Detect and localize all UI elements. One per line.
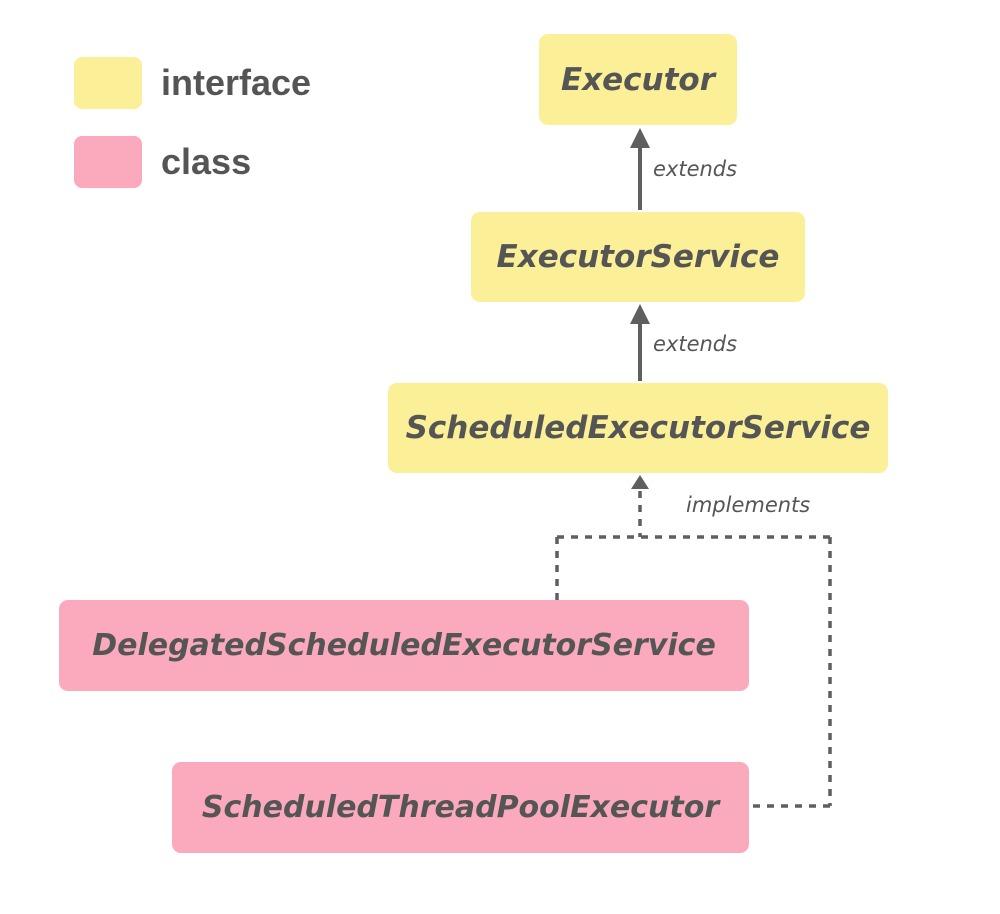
legend-interface-label: interface [161, 62, 312, 103]
edge-label-implements: implements [686, 493, 811, 517]
node-scheduled-thread-pool-executor-label: ScheduledThreadPoolExecutor [201, 790, 720, 825]
node-executor-service-label: ExecutorService [496, 239, 780, 275]
node-executor-service: ExecutorService [471, 212, 805, 302]
legend-class-swatch [74, 136, 142, 188]
node-scheduled-executor-service: ScheduledExecutorService [388, 383, 888, 473]
edge-label-extends-1: extends [653, 157, 738, 181]
implements-arrowhead [631, 475, 649, 489]
node-scheduled-executor-service-label: ScheduledExecutorService [405, 410, 871, 446]
extends-arrowhead-1 [630, 128, 650, 148]
node-scheduled-thread-pool-executor: ScheduledThreadPoolExecutor [172, 762, 749, 853]
extends-arrowhead-2 [630, 304, 650, 324]
node-delegated-scheduled-executor-service-label: DelegatedScheduledExecutorService [92, 628, 716, 663]
legend-interface-swatch [74, 57, 142, 109]
node-delegated-scheduled-executor-service: DelegatedScheduledExecutorService [59, 600, 749, 691]
node-executor-label: Executor [560, 61, 716, 98]
edge-label-extends-2: extends [653, 332, 738, 356]
legend-class-label: class [161, 141, 252, 182]
node-executor: Executor [539, 34, 737, 125]
